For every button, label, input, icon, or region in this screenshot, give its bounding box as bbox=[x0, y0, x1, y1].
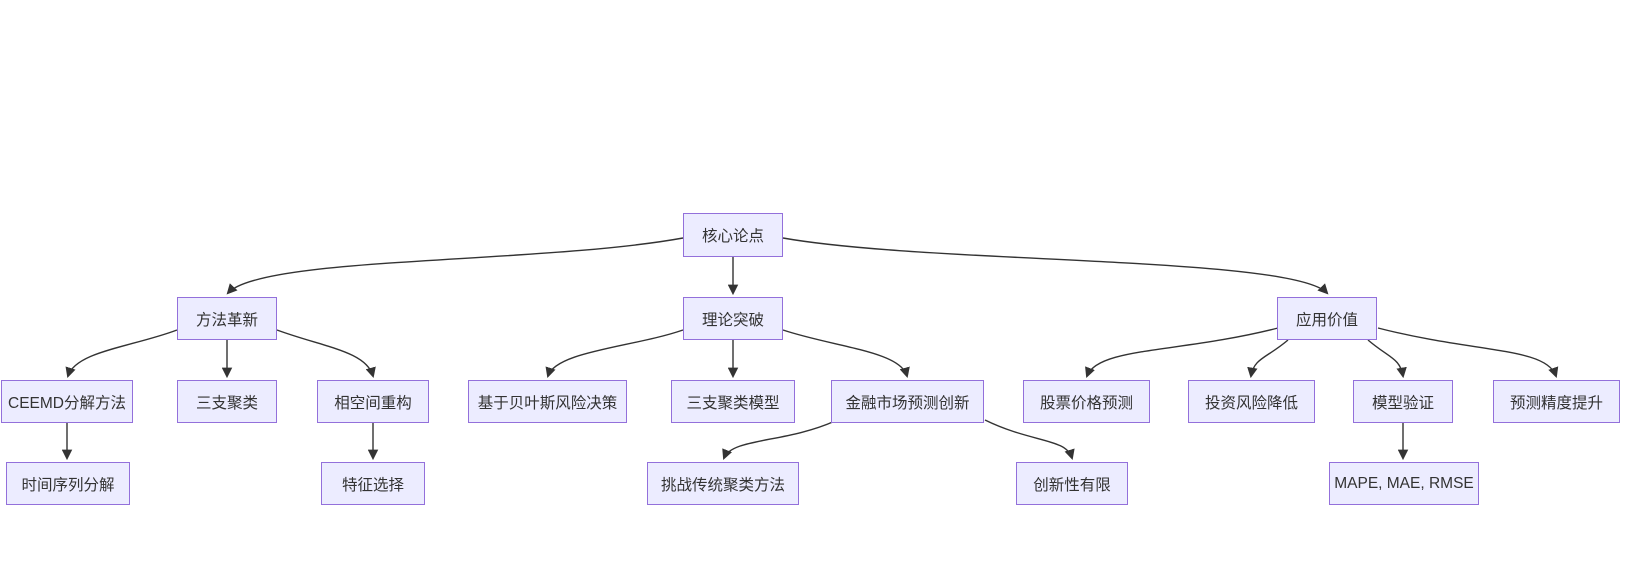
node-application-value: 应用价值 bbox=[1277, 297, 1377, 340]
edge-application-value-to-investment-risk-reduction bbox=[1247, 339, 1289, 379]
node-bayesian-risk-decision: 基于贝叶斯风险决策 bbox=[468, 380, 627, 423]
edge-core-thesis-to-application-value bbox=[782, 237, 1329, 295]
edge-financial-market-forecast-innovation-to-limited-innovation bbox=[984, 419, 1075, 461]
node-limited-innovation: 创新性有限 bbox=[1016, 462, 1128, 505]
node-challenge-traditional-clustering: 挑战传统聚类方法 bbox=[647, 462, 799, 505]
node-method-innovation: 方法革新 bbox=[177, 297, 277, 340]
node-evaluation-metrics: MAPE, MAE, RMSE bbox=[1329, 462, 1479, 505]
edge-theory-breakthrough-to-financial-market-forecast-innovation bbox=[782, 329, 910, 379]
edge-method-innovation-to-phase-space-reconstruction bbox=[276, 329, 376, 379]
node-model-validation: 模型验证 bbox=[1353, 380, 1453, 423]
edge-financial-market-forecast-innovation-to-challenge-traditional-clustering bbox=[722, 420, 836, 460]
edge-application-value-to-forecast-accuracy-improvement bbox=[1377, 327, 1559, 378]
node-feature-selection: 特征选择 bbox=[321, 462, 425, 505]
node-ceemd-decomposition: CEEMD分解方法 bbox=[1, 380, 133, 423]
node-time-series-decomposition: 时间序列分解 bbox=[6, 462, 130, 505]
node-investment-risk-reduction: 投资风险降低 bbox=[1188, 380, 1315, 423]
edge-method-innovation-to-ceemd-decomposition bbox=[65, 329, 178, 378]
edge-application-value-to-model-validation bbox=[1367, 339, 1407, 379]
node-theory-breakthrough: 理论突破 bbox=[683, 297, 783, 340]
node-financial-market-forecast-innovation: 金融市场预测创新 bbox=[831, 380, 984, 423]
edge-core-thesis-to-method-innovation bbox=[226, 237, 684, 295]
node-phase-space-reconstruction: 相空间重构 bbox=[317, 380, 429, 423]
edge-theory-breakthrough-to-bayesian-risk-decision bbox=[545, 329, 684, 378]
node-three-way-clustering-model: 三支聚类模型 bbox=[671, 380, 795, 423]
node-forecast-accuracy-improvement: 预测精度提升 bbox=[1493, 380, 1620, 423]
node-stock-price-prediction: 股票价格预测 bbox=[1023, 380, 1150, 423]
node-three-way-clustering: 三支聚类 bbox=[177, 380, 277, 423]
edge-application-value-to-stock-price-prediction bbox=[1085, 327, 1279, 378]
node-core-thesis: 核心论点 bbox=[683, 213, 783, 257]
